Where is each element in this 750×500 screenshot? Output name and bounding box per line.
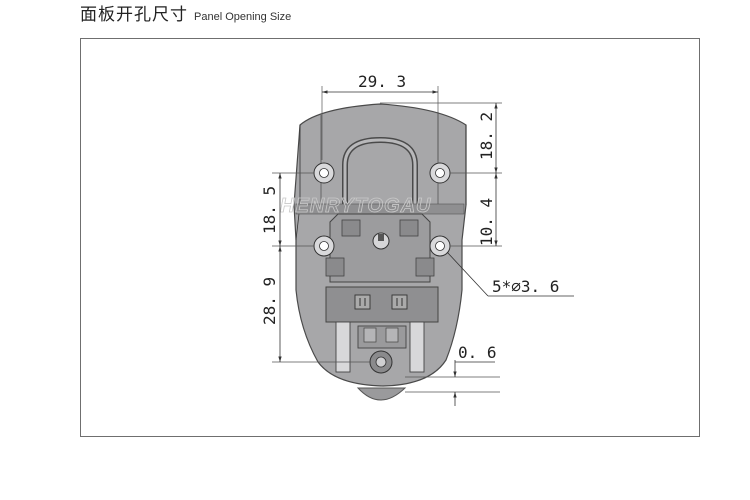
hole-callout: 5*∅3. 6 — [446, 251, 574, 297]
dim-label-offset: 0. 6 — [458, 343, 497, 362]
dim-label-left-upper: 18. 5 — [260, 186, 279, 234]
hole-callout-label: 5*∅3. 6 — [492, 277, 559, 296]
dim-width-top: 29. 3 — [321, 72, 439, 160]
mounting-holes — [313, 162, 451, 257]
dim-right-upper: 18. 2 — [380, 102, 502, 174]
page-header: 面板开孔尺寸 Panel Opening Size — [80, 0, 291, 26]
title-chinese: 面板开孔尺寸 — [80, 5, 188, 25]
latch-part — [293, 103, 467, 401]
latch-knob — [356, 387, 407, 401]
dim-label-left-lower: 28. 9 — [260, 277, 279, 325]
dim-label-right-lower: 10. 4 — [477, 198, 496, 246]
dim-left-lower: 28. 9 — [260, 246, 370, 363]
dim-label-right-upper: 18. 2 — [477, 112, 496, 160]
dim-right-lower: 10. 4 — [450, 173, 502, 247]
watermark: HENRYTOGAU — [280, 195, 432, 217]
dim-label-width-top: 29. 3 — [358, 72, 406, 91]
lower-housing — [325, 286, 439, 323]
drawing-frame — [80, 38, 700, 437]
title-english: Panel Opening Size — [194, 11, 292, 23]
dim-offset: 0. 6 — [405, 343, 500, 406]
dim-left-upper: 18. 5 — [260, 172, 314, 247]
